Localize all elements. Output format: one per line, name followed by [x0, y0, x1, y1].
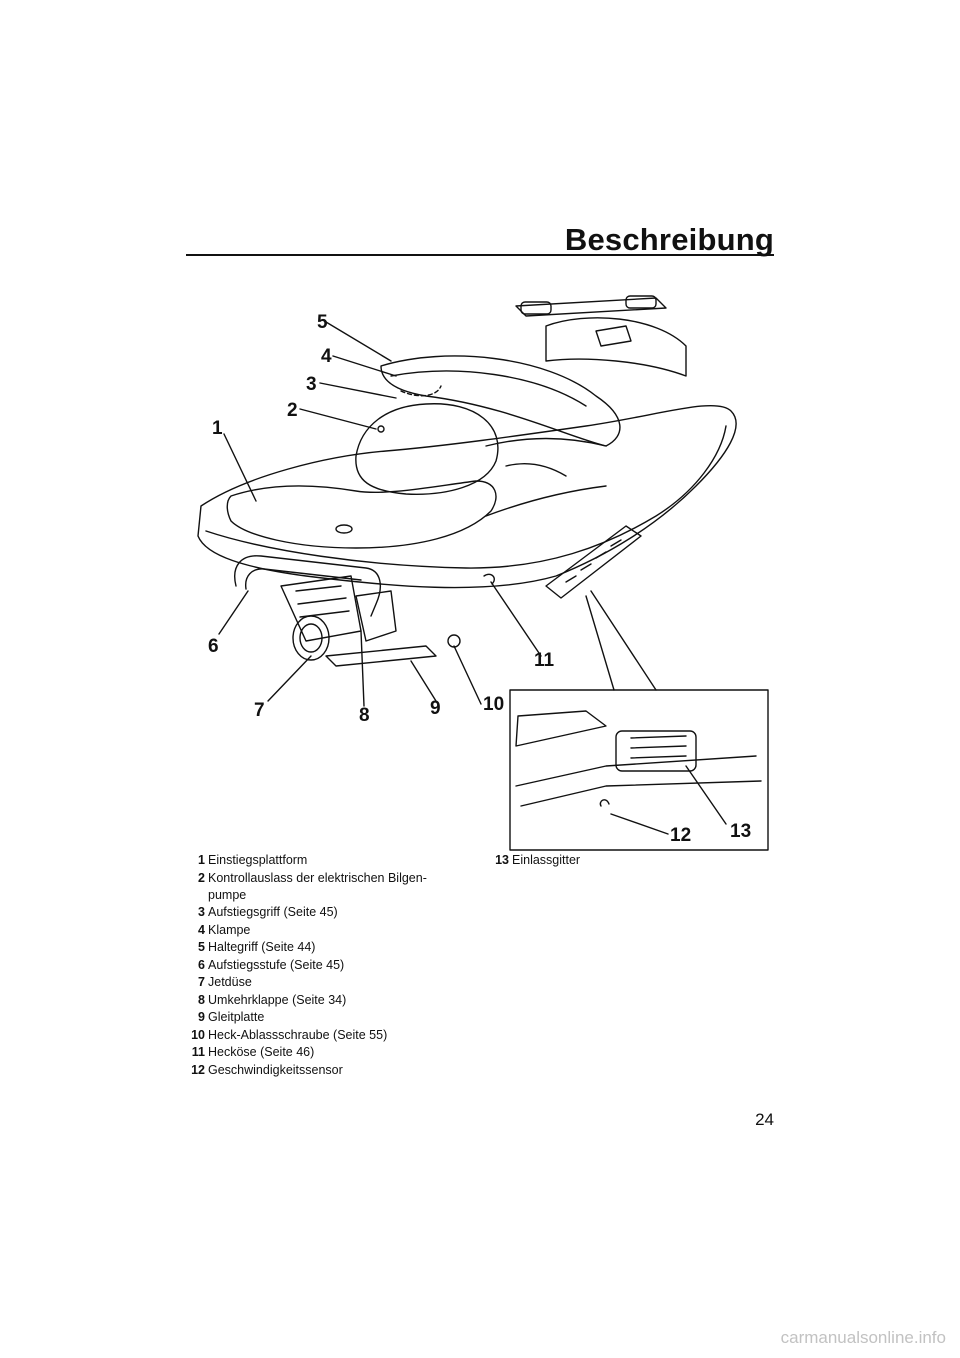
page-title: Beschreibung — [564, 222, 774, 257]
callout-4: 4 — [321, 346, 332, 367]
stern-eye — [483, 573, 495, 585]
platform-mat — [226, 480, 497, 549]
drain-plug — [447, 634, 461, 648]
watermark: carmanualsonline.info — [780, 1328, 946, 1347]
callout-5: 5 — [317, 312, 328, 333]
callout-6: 6 — [208, 636, 219, 657]
callout-3: 3 — [306, 374, 317, 395]
callout-2: 2 — [287, 400, 298, 421]
inset-box — [509, 689, 769, 851]
callout-9: 9 — [430, 698, 441, 719]
seat — [380, 355, 621, 447]
callout-1: 1 — [212, 418, 223, 439]
callout-12: 12 — [670, 825, 691, 846]
hull-outline — [197, 404, 737, 589]
jetski-illustration: 1 2 3 4 5 6 7 8 9 10 11 12 13 — [197, 295, 769, 851]
page-number: 24 — [755, 1110, 774, 1129]
callout-7: 7 — [254, 700, 265, 721]
callout-8: 8 — [359, 705, 370, 726]
figure-callouts: 1 2 3 4 5 6 7 8 9 10 11 12 13 — [208, 312, 751, 846]
reverse-gate — [355, 590, 397, 642]
title-rule — [186, 254, 774, 256]
side-intake — [545, 525, 642, 599]
callout-10: 10 — [483, 694, 504, 715]
handlebar — [515, 297, 667, 317]
jetski-figure: 1 2 3 4 5 6 7 8 9 10 11 12 13 — [186, 286, 774, 852]
ride-plate — [325, 645, 437, 667]
dashboard — [545, 317, 687, 377]
callout-13: 13 — [730, 821, 751, 842]
callout-11: 11 — [534, 650, 555, 671]
